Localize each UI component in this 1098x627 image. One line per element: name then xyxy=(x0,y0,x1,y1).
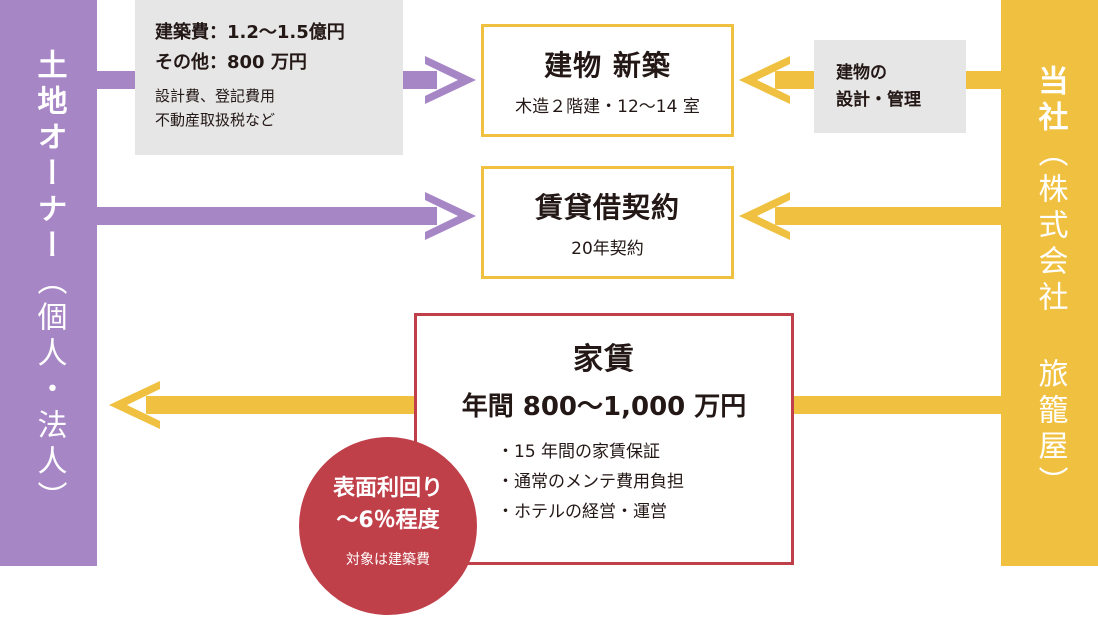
cost-line-2: その他：800 万円 xyxy=(155,52,307,73)
owner-main: 土地オーナー xyxy=(31,49,67,265)
rent-amount: 年間 800～1,000 万円 xyxy=(461,392,747,422)
lease-sub: 20年契約 xyxy=(571,239,644,259)
owner-paren: （個人・法人） xyxy=(31,265,67,517)
yield-line-2: ～6％程度 xyxy=(336,508,440,533)
yield-line-1: 表面利回り xyxy=(332,476,443,501)
cost-note: 建築費：1.2～1.5億円 その他：800 万円 設計費、登記費用 不動産取扱税… xyxy=(135,0,403,155)
management-note: 建物の 設計・管理 xyxy=(814,40,966,133)
mgmt-line-2: 設計・管理 xyxy=(836,90,921,110)
building-box: 建物 新築 木造２階建・12～14 室 xyxy=(481,24,734,137)
cost-line-1: 建築費：1.2～1.5億円 xyxy=(155,22,345,43)
rent-bullet: 15 年間の家賃保証 xyxy=(497,437,684,467)
rent-box: 家賃 年間 800～1,000 万円 15 年間の家賃保証 通常のメンテ費用負担… xyxy=(414,313,794,565)
rent-bullet: 通常のメンテ費用負担 xyxy=(497,467,684,497)
cost-line-4: 不動産取扱税など xyxy=(155,111,276,129)
lease-box: 賃貸借契約 20年契約 xyxy=(481,166,734,279)
owner-bar: 土地オーナー（個人・法人） xyxy=(0,0,97,566)
building-title: 建物 新築 xyxy=(544,49,671,82)
rent-bullet: ホテルの経営・運営 xyxy=(497,497,684,527)
company-label: 当社（株式会社 旅籠屋） xyxy=(1028,65,1072,502)
rent-bullets: 15 年間の家賃保証 通常のメンテ費用負担 ホテルの経営・運営 xyxy=(497,437,684,527)
building-sub: 木造２階建・12～14 室 xyxy=(515,97,700,117)
cost-line-3: 設計費、登記費用 xyxy=(155,87,276,105)
mgmt-line-1: 建物の xyxy=(836,63,887,83)
rent-title: 家賃 xyxy=(573,342,635,377)
lease-title: 賃貸借契約 xyxy=(534,191,680,224)
company-paren: （株式会社 旅籠屋） xyxy=(1032,136,1068,502)
arrow-owner-to-lease xyxy=(97,192,476,240)
company-main: 当社 xyxy=(1032,64,1068,137)
arrow-company-to-lease xyxy=(739,192,1001,240)
owner-label: 土地オーナー（個人・法人） xyxy=(27,49,71,517)
company-bar: 当社（株式会社 旅籠屋） xyxy=(1001,0,1098,566)
yield-note: 対象は建築費 xyxy=(346,552,430,568)
yield-badge: 表面利回り ～6％程度 対象は建築費 xyxy=(299,437,477,615)
